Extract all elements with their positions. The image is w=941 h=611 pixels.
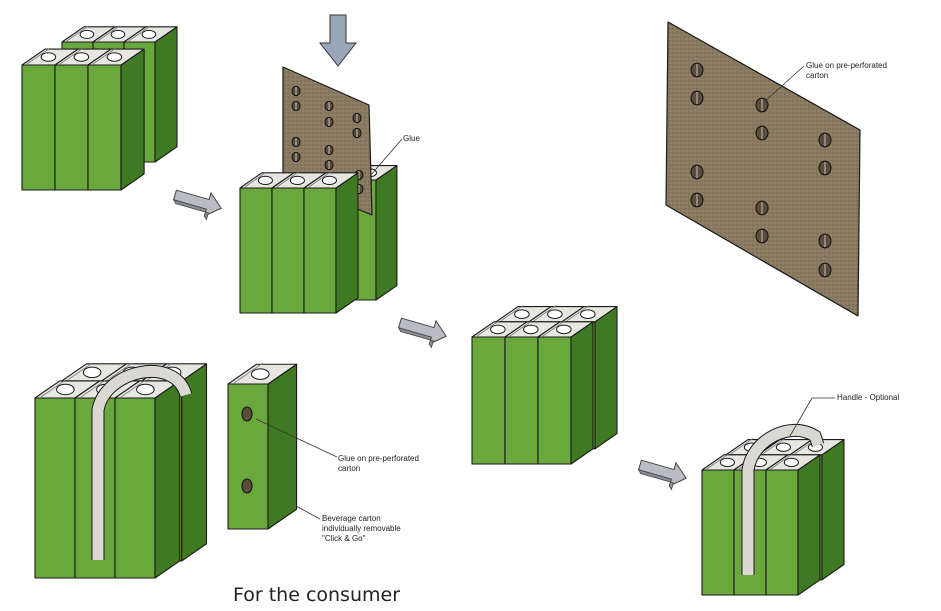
cap-icon (523, 324, 539, 335)
glue-on-board-label: Glue on pre-perforated carton (806, 61, 887, 80)
right-arrow-icon (172, 189, 222, 221)
beverage-carton-label: Beverage carton individually removable "… (322, 514, 401, 543)
leader-line (789, 397, 835, 437)
glued-pack (471, 305, 618, 465)
glue-dot (241, 406, 253, 422)
carton-pack-front (21, 47, 145, 191)
glue-label: Glue (403, 134, 420, 143)
cap-icon (321, 175, 337, 186)
pack-with-handle (701, 438, 845, 596)
handle-strap-small (741, 423, 825, 575)
right-arrow-icon (397, 317, 447, 349)
leader-line (295, 505, 321, 520)
single-removable-carton (227, 362, 298, 530)
cap-icon (136, 383, 155, 396)
cap-icon (490, 324, 506, 335)
cap-icon (73, 52, 90, 62)
leader-line (763, 65, 805, 103)
cap-icon (79, 29, 95, 39)
right-arrow-icon (637, 459, 687, 491)
cap-icon (110, 29, 126, 39)
cap-icon (56, 383, 75, 396)
cap-icon (719, 457, 735, 468)
down-arrow-icon (318, 14, 358, 67)
glue-board-detail (665, 21, 861, 317)
cap-icon (783, 457, 799, 468)
glue-dot (241, 478, 253, 494)
cap-icon (141, 29, 157, 39)
cap-icon (556, 324, 572, 335)
handle-strap-large (91, 365, 193, 560)
cap-icon (289, 175, 305, 186)
cap-icon (250, 368, 270, 380)
leader-line (255, 418, 338, 458)
consumer-pack (34, 362, 208, 579)
handle-optional-label: Handle - Optional (837, 393, 900, 402)
cap-icon (257, 175, 273, 186)
carton-row-front-step2 (239, 171, 359, 314)
cap-icon (40, 52, 57, 62)
for-the-consumer-caption: For the consumer (233, 584, 401, 606)
cap-icon (775, 442, 791, 452)
cap-icon (547, 309, 563, 319)
glue-on-carton-label: Glue on pre-perforated carton (338, 454, 419, 473)
cap-icon (106, 52, 123, 62)
cap-icon (580, 309, 596, 319)
leader-line (369, 138, 403, 177)
cap-icon (514, 309, 530, 319)
cap-icon (82, 366, 102, 379)
